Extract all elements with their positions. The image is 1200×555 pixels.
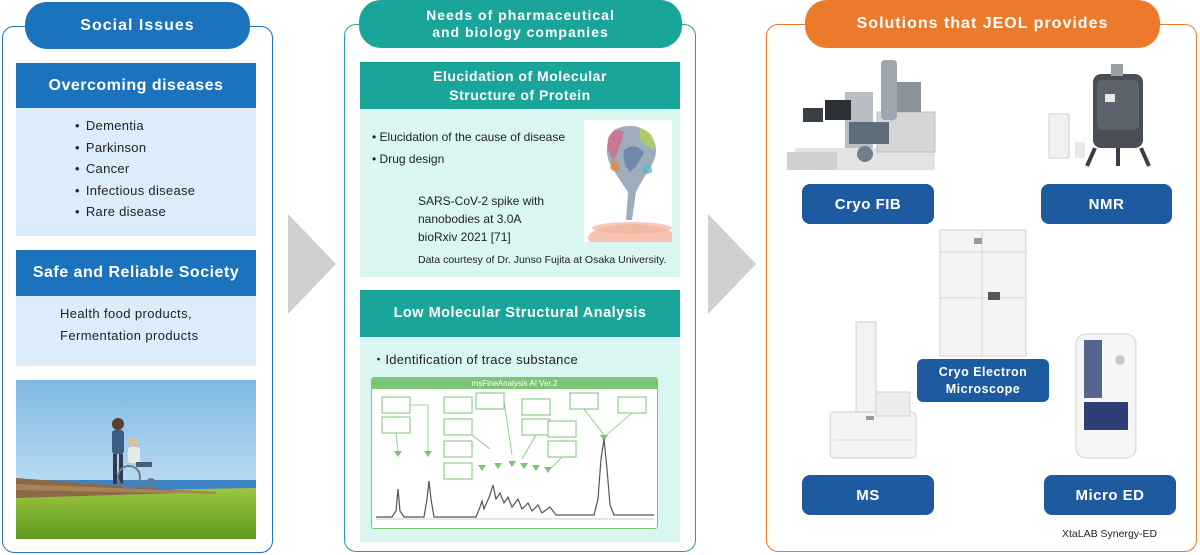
nmr-image (1045, 62, 1170, 167)
ms-analysis-window-title: msFineAnalysis AI Ver.2 (372, 378, 657, 389)
data-credit: Data courtesy of Dr. Junso Fujita at Osa… (418, 254, 667, 266)
chevron-right-icon (708, 214, 756, 314)
list-item: Infectious disease (75, 180, 195, 202)
needs-header: Needs of pharmaceutical and biology comp… (359, 0, 682, 48)
cryo-em-label-line2: Microscope (945, 381, 1021, 396)
ms-image (826, 320, 918, 465)
low-molecular-bullet: ・Identification of trace substance (372, 352, 579, 367)
list-item: Parkinson (75, 137, 195, 159)
cryo-em-image (932, 222, 1034, 358)
protein-bullet-1: • Elucidation of the cause of disease (372, 130, 566, 144)
cryo-fib-image (785, 52, 940, 172)
protein-bullet-2: • Drug design (372, 152, 445, 166)
solutions-header: Solutions that JEOL provides (805, 0, 1160, 48)
protein-title-line1: Elucidation of Molecular (433, 67, 607, 84)
cryo-fib-button[interactable]: Cryo FIB (802, 184, 934, 224)
safe-society-line2: Fermentation products (60, 328, 199, 343)
diseases-list-box: Dementia Parkinson Cancer Infectious dis… (16, 108, 256, 236)
list-item: Cancer (75, 158, 195, 180)
nmr-button[interactable]: NMR (1041, 184, 1172, 224)
seaside-photo (16, 380, 256, 539)
caption-line3: bioRxiv 2021 [71] (418, 230, 511, 244)
ms-button[interactable]: MS (802, 475, 934, 515)
chevron-right-icon (288, 214, 336, 314)
safe-society-box: Health food products, Fermentation produ… (16, 296, 256, 366)
safe-society-title: Safe and Reliable Society (16, 250, 256, 296)
protein-structure-image (584, 120, 676, 252)
needs-header-line2: and biology companies (432, 24, 609, 40)
diseases-list: Dementia Parkinson Cancer Infectious dis… (75, 115, 195, 223)
overcoming-diseases-title: Overcoming diseases (16, 63, 256, 108)
low-molecular-title: Low Molecular Structural Analysis (360, 290, 680, 337)
ms-analysis-window: msFineAnalysis AI Ver.2 (371, 377, 658, 529)
cryo-em-label-line1: Cryo Electron (938, 365, 1028, 380)
protein-caption: SARS-CoV-2 spike with nanobodies at 3.0A… (418, 192, 544, 246)
instrument-caption: XtaLAB Synergy-ED (1062, 528, 1158, 540)
micro-ed-button[interactable]: Micro ED (1044, 475, 1176, 515)
caption-line1: SARS-CoV-2 spike with (418, 194, 545, 208)
social-issues-header: Social Issues (25, 2, 250, 49)
safe-society-line1: Health food products, (60, 306, 192, 321)
protein-title-line2: Structure of Protein (449, 86, 591, 103)
caption-line2: nanobodies at 3.0A (418, 212, 522, 226)
list-item: Rare disease (75, 201, 195, 223)
protein-structure-title: Elucidation of Molecular Structure of Pr… (360, 62, 680, 109)
micro-ed-image (1070, 330, 1142, 462)
protein-structure-box: • Elucidation of the cause of disease • … (360, 109, 680, 277)
list-item: Dementia (75, 115, 195, 137)
cryo-em-button[interactable]: Cryo Electron Microscope (917, 359, 1049, 402)
low-molecular-box: ・Identification of trace substance msFin… (360, 337, 680, 542)
needs-header-line1: Needs of pharmaceutical (426, 6, 615, 23)
